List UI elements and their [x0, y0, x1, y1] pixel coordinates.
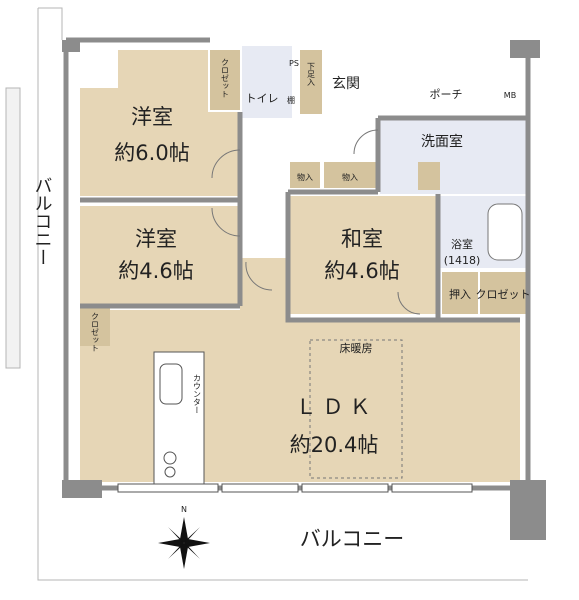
ldk-name: ＬＤＫ — [296, 395, 377, 419]
western-room-2-size: 約4.6帖 — [118, 259, 193, 283]
closet-label-2: クロゼット — [91, 312, 100, 352]
japanese-room-name: 和室 — [341, 227, 383, 251]
floor-heating-area — [309, 339, 403, 479]
bathtub — [487, 203, 523, 261]
floor-heating-label: 床暖房 — [340, 341, 373, 355]
toilet-name: トイレ — [246, 92, 279, 105]
storage-blocks — [80, 50, 526, 346]
closet-label-1: クロゼット — [221, 58, 230, 98]
balcony-west-label: バルコニー — [32, 176, 53, 266]
western-room-1-name: 洋室 — [131, 105, 173, 129]
washroom-area — [380, 118, 530, 194]
mono-label-2: 物入 — [342, 172, 358, 182]
western-room-2-name: 洋室 — [135, 227, 177, 251]
mono-label-1: 物入 — [297, 172, 313, 182]
washroom-name: 洗面室 — [421, 133, 463, 150]
japanese-room-size: 約4.6帖 — [324, 259, 399, 283]
compass-north-label: N — [181, 505, 187, 514]
balcony-south-label: バルコニー — [300, 527, 405, 551]
compass-icon — [158, 517, 210, 569]
tana-label: 棚 — [287, 95, 296, 105]
ldk-size: 約20.4帖 — [290, 433, 379, 457]
closet-label-3: クロゼット — [476, 288, 531, 301]
bath-size: (1418) — [444, 254, 481, 267]
porch-name: ポーチ — [430, 88, 463, 101]
shoebox-label: 下足入 — [307, 62, 316, 86]
entrance-name: 玄関 — [332, 75, 360, 92]
balcony-outline — [5, 7, 528, 581]
mb-label: MB — [504, 91, 516, 100]
western-room-1-size: 約6.0帖 — [114, 141, 189, 165]
counter-label: カウンター — [193, 374, 202, 414]
japanese-room — [290, 196, 438, 314]
door-swings — [211, 129, 421, 315]
kitchen-counter — [153, 351, 205, 485]
oshiire-label: 押入 — [449, 287, 471, 301]
toilet-area — [242, 46, 292, 118]
south-windows — [117, 483, 473, 493]
corner-columns — [62, 40, 546, 540]
bath-name: 浴室 — [451, 237, 473, 251]
ps-label: PS — [289, 59, 299, 68]
western-room-1 — [80, 50, 240, 196]
western-room-2 — [80, 206, 240, 306]
